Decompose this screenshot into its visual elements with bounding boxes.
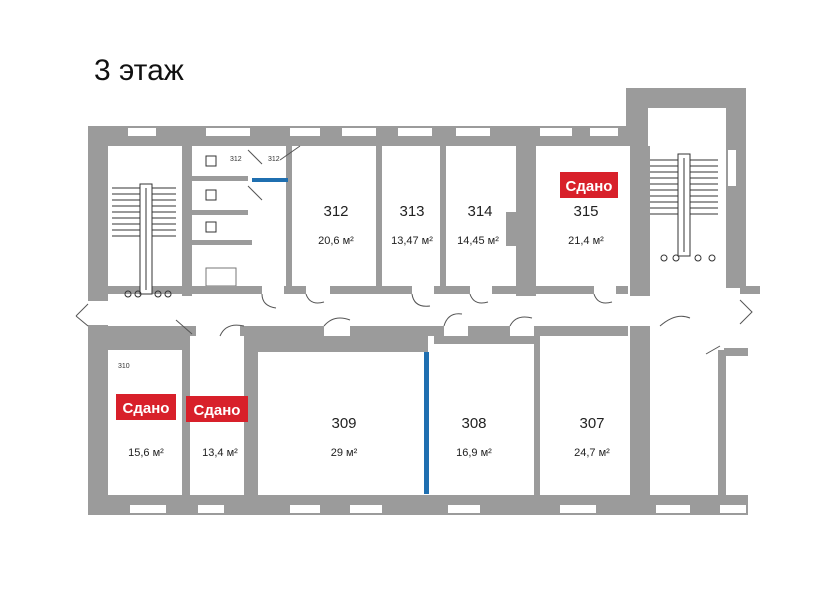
wc-partition-2 [192,210,248,215]
rented-badge-310a-label: Сдано [123,400,170,417]
room-309-area: 29 м² [331,447,358,459]
outer-wall-left-upper [88,126,108,301]
room-314-area: 14,45 м² [457,235,499,247]
corridor-east-wall-2 [724,348,748,356]
outer-wall-bottom [88,495,748,515]
room-315-number: 315 [573,203,598,220]
corridor-end-doors [75,299,753,355]
room-313-area: 13,47 м² [391,235,433,247]
room-307-number: 307 [579,415,604,432]
rented-badge-310b: Сдано [186,396,248,422]
wall-column [506,212,520,246]
rented-badge-310b-label: Сдано [194,402,241,419]
rented-badge-315: Сдано [560,172,618,198]
room-310b-area: 13,4 м² [202,447,238,459]
outer-wall-left-lower [88,325,108,515]
wc-partition-1 [192,176,248,181]
wall-309-top [258,336,428,352]
room-312-number: 312 [323,203,348,220]
wall-308-307 [534,336,540,496]
rented-badge-310a: Сдано [116,394,176,420]
upper-doors [262,286,616,294]
floor-title: 3 этаж [94,54,184,87]
corner-label: 310 [118,363,130,370]
wall-stair-left [182,146,192,296]
lower-door-arcs [175,313,691,337]
corridor-east-wall [740,286,760,294]
wc-partition-3 [192,240,252,245]
wall-315-right [630,146,650,296]
wall-310-top [108,336,188,350]
wall-313-314 [440,146,446,286]
bottom-windows [130,505,746,513]
wall-307-right [630,326,650,496]
room-309-number: 309 [331,415,356,432]
room-308-area: 16,9 м² [456,447,492,459]
glass-partition-lower [424,352,429,494]
room-310a-area: 15,6 м² [128,447,164,459]
wall-310b-309 [244,336,258,496]
wc-label-a: 312 [230,156,242,163]
wc-bench [205,267,237,287]
wall-314-315 [516,146,536,296]
wc-label-b: 312 [268,156,280,163]
room-312-area: 20,6 м² [318,235,354,247]
stairs-left [112,183,176,298]
stair-tower-left [626,88,648,146]
wc-fixtures [205,155,217,233]
wall-308-top [434,336,534,344]
corridor-wall-lower [108,326,628,336]
corridor-wall-upper [108,286,628,294]
top-windows [128,128,618,136]
stair-tower-right [726,88,746,288]
room-308-number: 308 [461,415,486,432]
room-307-area: 24,7 м² [574,447,610,459]
room-314-number: 314 [467,203,492,220]
room-315-area: 21,4 м² [568,235,604,247]
room-313-number: 313 [399,203,424,220]
lower-doors [196,326,690,336]
stair-tower-top [626,88,746,108]
stairs-right [650,153,718,262]
rented-badge-315-label: Сдано [566,178,613,195]
glass-partition-upper [252,178,288,182]
wall-312-left [286,146,292,286]
wall-far-right [718,350,726,496]
wall-312-313 [376,146,382,286]
upper-door-arcs [247,145,613,309]
